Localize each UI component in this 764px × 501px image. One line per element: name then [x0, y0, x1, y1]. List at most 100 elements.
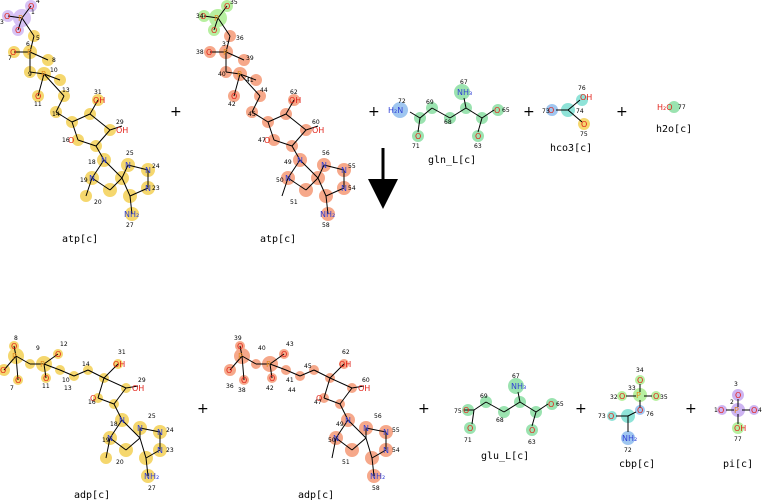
molecule-glu: O O NH₃ O O 75 69 71 68 67 63 65 glu_L[c… [454, 373, 564, 462]
bonds [7, 5, 149, 215]
svg-text:OH: OH [580, 93, 592, 102]
svg-text:O: O [316, 394, 322, 403]
svg-text:29: 29 [116, 119, 124, 126]
svg-text:OH: OH [734, 424, 746, 433]
svg-text:39: 39 [246, 55, 254, 62]
svg-text:3: 3 [734, 381, 738, 388]
svg-text:14: 14 [82, 361, 90, 368]
svg-text:8: 8 [14, 335, 18, 342]
svg-text:O: O [548, 106, 554, 115]
plus-r2: + [368, 104, 380, 120]
svg-text:73: 73 [598, 413, 606, 420]
svg-text:OH: OH [93, 96, 105, 105]
molecule-adp-2: P O O O P O O OH OH O N N N N N NH₂ 39 4… [224, 335, 400, 501]
svg-text:23: 23 [152, 185, 160, 192]
svg-text:9: 9 [36, 345, 40, 352]
plus-p3: + [575, 401, 587, 417]
svg-text:35: 35 [660, 394, 668, 401]
svg-text:45: 45 [304, 363, 312, 370]
svg-text:20: 20 [116, 459, 124, 466]
svg-text:O: O [463, 406, 469, 415]
svg-text:50: 50 [328, 437, 336, 444]
svg-text:73: 73 [542, 108, 550, 115]
svg-text:71: 71 [464, 437, 472, 444]
svg-text:OH: OH [132, 384, 144, 393]
svg-text:O: O [529, 426, 535, 435]
svg-text:N: N [285, 174, 291, 183]
label-h2o: h2o[c] [656, 124, 692, 135]
svg-text:40: 40 [218, 71, 226, 78]
bonds [203, 5, 345, 215]
svg-text:75: 75 [580, 131, 588, 138]
svg-text:44: 44 [260, 87, 268, 94]
svg-text:O: O [735, 391, 741, 400]
svg-text:6: 6 [26, 41, 30, 48]
svg-text:35: 35 [230, 0, 238, 6]
svg-text:O: O [4, 12, 10, 21]
svg-text:P: P [237, 70, 242, 79]
svg-text:O: O [241, 376, 247, 385]
svg-text:P: P [41, 70, 46, 79]
svg-text:P: P [734, 406, 739, 415]
svg-text:O: O [415, 132, 421, 141]
svg-text:O: O [548, 400, 554, 409]
svg-text:O: O [467, 424, 473, 433]
svg-text:55: 55 [348, 163, 356, 170]
svg-text:N: N [345, 416, 351, 425]
svg-text:N: N [297, 156, 303, 165]
molecule-gln: H₂N O NH₃ O O 72 69 71 68 67 63 65 gln_L… [388, 79, 510, 166]
svg-text:O: O [619, 392, 625, 401]
svg-text:27: 27 [148, 485, 156, 492]
svg-text:10: 10 [50, 67, 58, 74]
svg-text:O: O [637, 406, 643, 415]
label-pi: pi[c] [723, 459, 753, 470]
svg-text:O: O [224, 2, 230, 11]
svg-text:O: O [653, 392, 659, 401]
svg-text:12: 12 [60, 341, 68, 348]
svg-text:N: N [125, 161, 131, 170]
svg-text:20: 20 [94, 199, 102, 206]
molecule-pi: O P O O OH 3 2 1 4 77 pi[c] [714, 381, 762, 470]
svg-text:1: 1 [714, 407, 718, 414]
atom-labels: P O O O P O P O OH OH O N N N N N NH₂ 1 … [0, 0, 160, 229]
svg-text:54: 54 [392, 447, 400, 454]
svg-text:P: P [27, 48, 32, 57]
svg-text:OH: OH [339, 360, 351, 369]
svg-text:O: O [55, 350, 61, 359]
svg-text:O: O [581, 120, 587, 129]
svg-text:38: 38 [196, 49, 204, 56]
svg-text:25: 25 [126, 150, 134, 157]
svg-text:68: 68 [444, 119, 452, 126]
svg-text:24: 24 [166, 427, 174, 434]
svg-text:27: 27 [126, 222, 134, 229]
svg-text:2: 2 [730, 399, 734, 406]
svg-text:44: 44 [288, 387, 296, 394]
svg-text:67: 67 [460, 79, 468, 86]
svg-text:18: 18 [88, 159, 96, 166]
svg-text:O: O [718, 406, 724, 415]
svg-text:31: 31 [118, 349, 126, 356]
svg-text:N: N [157, 446, 163, 455]
svg-text:13: 13 [64, 385, 72, 392]
svg-text:24: 24 [152, 163, 160, 170]
svg-text:38: 38 [238, 387, 246, 394]
svg-text:31: 31 [94, 89, 102, 96]
svg-text:N: N [145, 184, 151, 193]
svg-text:9: 9 [28, 71, 32, 78]
svg-text:N: N [157, 428, 163, 437]
svg-text:34: 34 [196, 13, 204, 20]
svg-text:N: N [321, 161, 327, 170]
svg-text:16: 16 [62, 137, 70, 144]
label-atp-1: atp[c] [62, 234, 98, 245]
svg-text:N: N [333, 434, 339, 443]
svg-text:O: O [475, 132, 481, 141]
svg-text:O: O [10, 48, 16, 57]
svg-text:42: 42 [228, 101, 236, 108]
svg-text:NH₃: NH₃ [457, 88, 472, 97]
plus-p2: + [418, 401, 430, 417]
svg-text:77: 77 [734, 436, 742, 443]
atom-labels: P O O O P O O OH OH O N N N N N NH₂ 8 9 … [0, 335, 174, 492]
svg-text:14: 14 [52, 111, 60, 118]
svg-text:5: 5 [36, 35, 40, 42]
svg-text:N: N [341, 166, 347, 175]
